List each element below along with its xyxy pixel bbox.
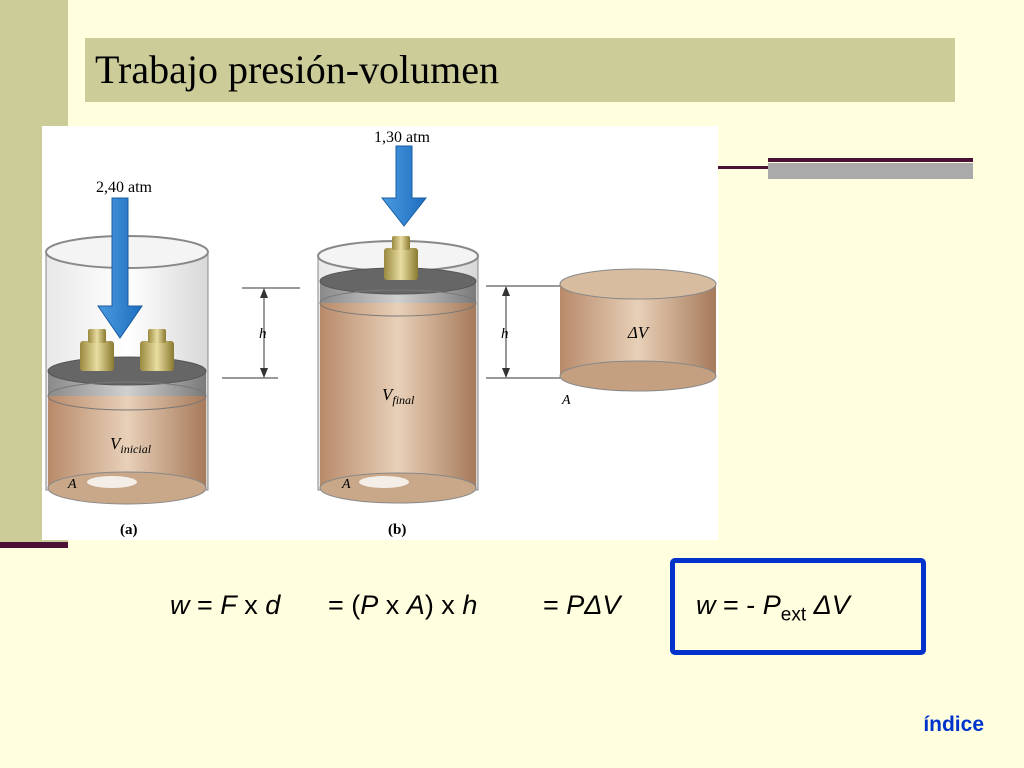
title-box: Trabajo presión-volumen xyxy=(85,38,955,102)
equation-p-delta-v: = PΔV xyxy=(543,590,621,620)
cylinder-a: 2,40 atm Vinicial A xyxy=(45,179,209,505)
pressure-b-label: 1,30 atm xyxy=(374,129,431,146)
delta-v-label: ΔV xyxy=(627,323,651,342)
height-label-left: h xyxy=(259,326,267,342)
cylinder-b: 1,30 atm Vfinal A xyxy=(317,129,479,504)
equations: w = F x d = (P x A) x h = PΔV w = - Pext… xyxy=(0,590,1024,640)
delta-v-cylinder: ΔV A xyxy=(559,268,717,408)
v-final-label: Vfinal xyxy=(382,385,415,407)
equation-boxed: w = - Pext ΔV xyxy=(696,590,850,626)
highlight-box xyxy=(670,558,926,655)
area-b-label: A xyxy=(341,477,351,492)
equation-work-force: w = F x d xyxy=(170,590,281,620)
piston-figure: 2,40 atm Vinicial A h 1,30 atm Vfinal A xyxy=(42,126,718,540)
accent-line xyxy=(715,166,775,169)
accent-bar-dark xyxy=(768,158,973,162)
v-initial-label: Vinicial xyxy=(110,434,152,456)
pressure-a-label: 2,40 atm xyxy=(96,179,153,196)
accent-bar-grey xyxy=(768,163,973,179)
left-decor-line xyxy=(0,542,68,548)
area-delta-label: A xyxy=(561,393,571,408)
equation-pressure-area: = (P x A) x h xyxy=(328,590,478,620)
caption-a: (a) xyxy=(120,522,138,538)
height-dimension-left: h xyxy=(222,287,300,379)
index-link[interactable]: índice xyxy=(923,713,984,736)
height-label-right: h xyxy=(501,326,509,342)
caption-b: (b) xyxy=(388,522,406,538)
area-a-label: A xyxy=(67,477,77,492)
slide-title: Trabajo presión-volumen xyxy=(95,47,500,92)
height-dimension-right: h xyxy=(486,285,562,379)
